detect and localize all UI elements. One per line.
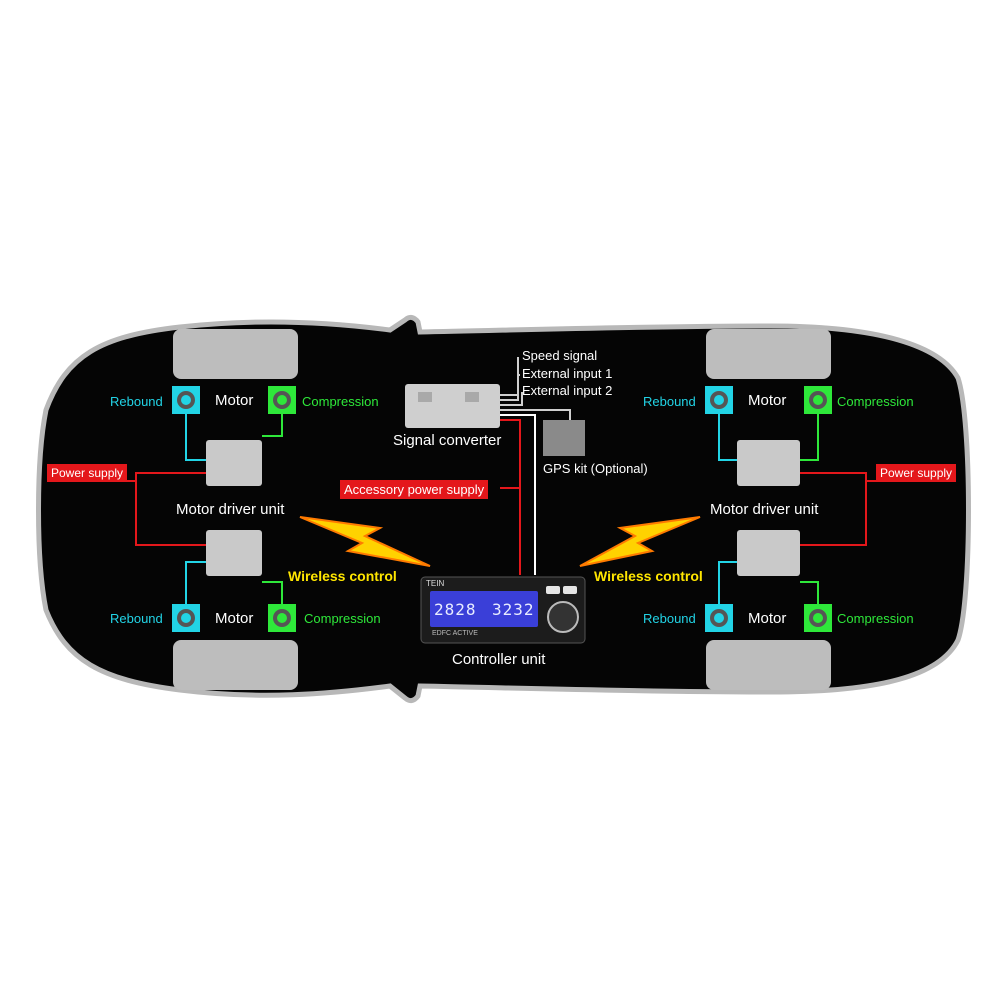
motor-driver-unit-box [206, 440, 800, 576]
power-supply-right-label: Power supply [876, 464, 957, 482]
left-wiring [120, 414, 283, 610]
external-input-1-label: External input 1 [522, 366, 613, 381]
controller-unit-label: Controller unit [452, 651, 546, 668]
speed-signal-label: Speed signal [522, 348, 598, 363]
signal-converter-box [405, 384, 500, 428]
controller-brand: TEIN [426, 579, 445, 588]
motor-label: Motor [748, 392, 787, 409]
right-wiring [718, 414, 880, 610]
rebound-label: Rebound [110, 394, 163, 409]
rebound-label: Rebound [643, 394, 696, 409]
compression-label: Compression [302, 394, 379, 409]
compression-label: Compression [304, 611, 381, 626]
compression-label: Compression [837, 394, 914, 409]
accessory-power-label: Accessory power supply [340, 480, 489, 499]
gps-kit-box [543, 420, 585, 456]
external-input-2-label: External input 2 [522, 383, 613, 398]
lightning-bolt-icon [579, 516, 701, 567]
compression-label: Compression [837, 611, 914, 626]
motor-label: Motor [748, 610, 787, 627]
rebound-label: Rebound [643, 611, 696, 626]
motor-driver-unit-left-label: Motor driver unit [176, 501, 285, 518]
controller-lcd [430, 591, 538, 627]
motor-driver-unit-right-label: Motor driver unit [710, 501, 819, 518]
controller-model: EDFC ACTIVE [432, 630, 478, 637]
rebound-label: Rebound [110, 611, 163, 626]
center-wiring [500, 357, 571, 575]
power-supply-left-label: Power supply [47, 464, 128, 482]
lcd-right-value: 3232 [492, 600, 535, 619]
wheel-front-left [173, 329, 298, 379]
motor-port-icon [172, 386, 832, 632]
lcd-left-value: 2828 [434, 600, 477, 619]
motor-label: Motor [215, 392, 254, 409]
motor-label: Motor [215, 610, 254, 627]
wheel-rear-right [706, 640, 831, 690]
gps-kit-label: GPS kit (Optional) [543, 461, 648, 476]
lightning-bolt-icon [299, 516, 431, 567]
wheel-front-right [706, 329, 831, 379]
signal-converter-label: Signal converter [393, 432, 502, 449]
controller-dial [547, 601, 579, 633]
wireless-control-right-label: Wireless control [594, 568, 703, 584]
wheel-rear-left [173, 640, 298, 690]
wireless-control-left-label: Wireless control [288, 568, 397, 584]
